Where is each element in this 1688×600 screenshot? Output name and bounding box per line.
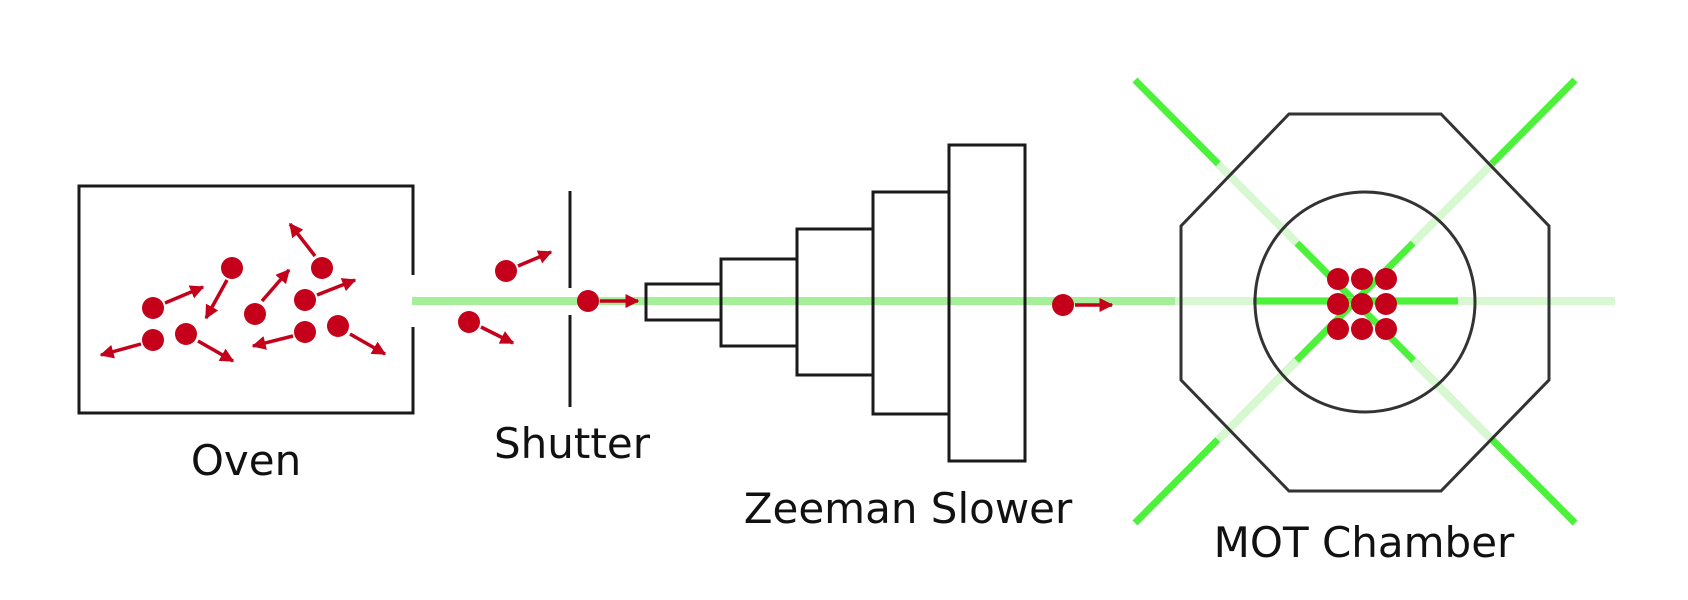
zeeman-slower (644, 143, 1027, 463)
oven: Oven (77, 184, 415, 485)
zeeman-coil-5 (947, 143, 1027, 463)
mot-chamber: MOT Chamber (1179, 112, 1551, 567)
shutter-label: Shutter (494, 419, 651, 468)
mot-chamber-octagon (1179, 112, 1551, 493)
zeeman-slower-label: Zeeman Slower (744, 484, 1073, 533)
shutter: Shutter (494, 191, 651, 468)
oven-velocity-arrows (99, 222, 387, 363)
trapped-atom-cloud (1327, 268, 1397, 340)
mot-chamber-label: MOT Chamber (1214, 518, 1515, 567)
beam-atom (577, 290, 599, 312)
slowed-atom (1052, 294, 1114, 316)
free-atoms (458, 250, 553, 345)
oven-atoms (142, 257, 349, 351)
mot-chamber-window (1253, 190, 1477, 414)
oven-label: Oven (191, 436, 301, 485)
oven-box (77, 184, 415, 415)
